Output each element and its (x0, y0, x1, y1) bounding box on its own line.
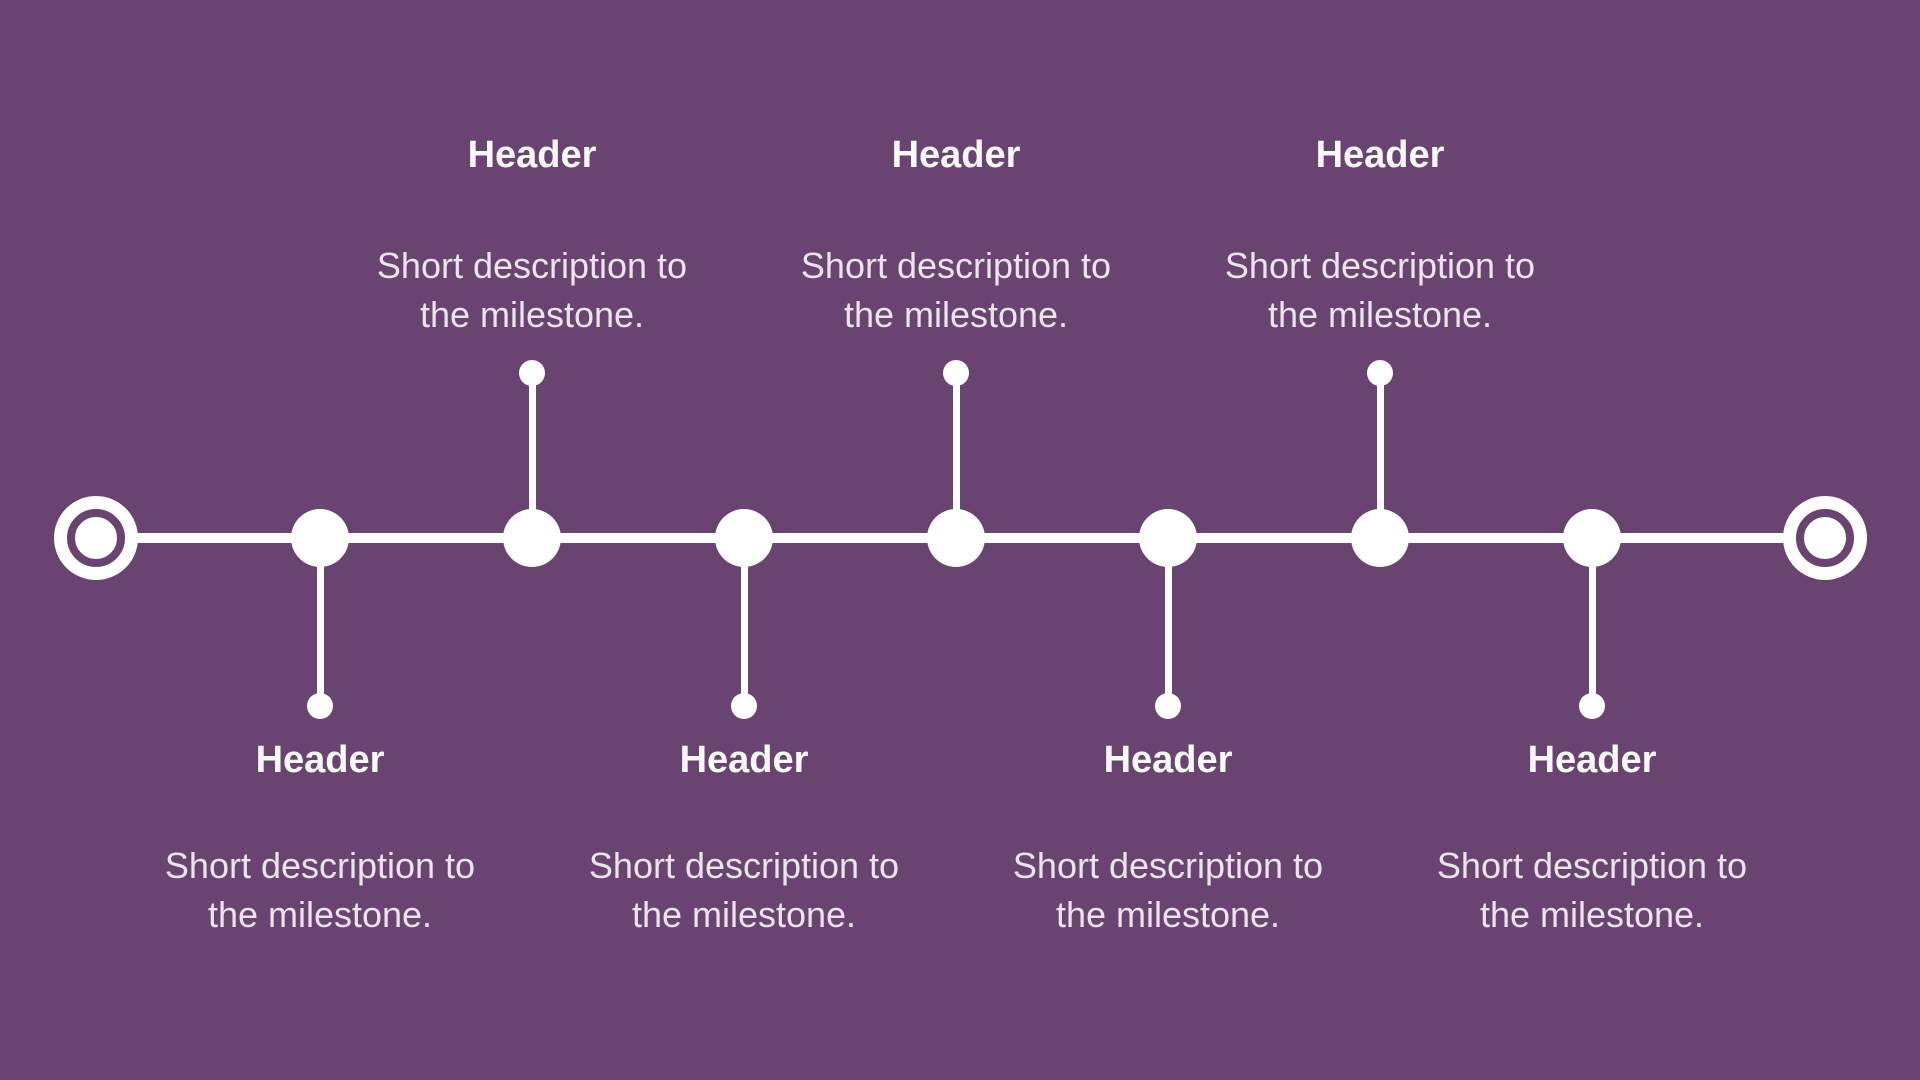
milestone-node-circle (291, 509, 349, 567)
milestone-description: Short description to the milestone. (1436, 845, 1748, 935)
milestone-header: Header (255, 739, 385, 781)
milestone-connector-line (953, 372, 960, 538)
ring-bullseye-icon (1783, 496, 1867, 580)
milestone-node-circle (1563, 509, 1621, 567)
milestone-endpoint-dot (1155, 693, 1181, 719)
milestone-header: Header (1103, 739, 1233, 781)
milestone-description: Short description to the milestone. (588, 845, 900, 935)
milestone-connector-line (1589, 538, 1596, 706)
milestone-connector-line (317, 538, 324, 706)
milestone-connector-line (1377, 372, 1384, 538)
milestone-header: Header (1315, 134, 1445, 176)
milestone-node-circle (1351, 509, 1409, 567)
milestone-endpoint-dot (943, 360, 969, 386)
milestone-header: Header (679, 739, 809, 781)
milestone-description: Short description to the milestone. (164, 845, 476, 935)
milestone-endpoint-dot (307, 693, 333, 719)
milestone-endpoint-dot (731, 693, 757, 719)
milestone-node-circle (715, 509, 773, 567)
milestone-header: Header (1527, 739, 1657, 781)
milestone-description: Short description to the milestone. (376, 245, 688, 335)
milestone-connector-line (529, 372, 536, 538)
ring-bullseye-icon (54, 496, 138, 580)
milestone-header: Header (891, 134, 1021, 176)
milestone-connector-line (1165, 538, 1172, 706)
milestone-description: Short description to the milestone. (1012, 845, 1324, 935)
milestone-description: Short description to the milestone. (800, 245, 1112, 335)
milestone-node-circle (927, 509, 985, 567)
milestone-endpoint-dot (519, 360, 545, 386)
milestone-endpoint-dot (1579, 693, 1605, 719)
milestone-connector-line (741, 538, 748, 706)
milestone-header: Header (467, 134, 597, 176)
milestone-description: Short description to the milestone. (1224, 245, 1536, 335)
milestone-endpoint-dot (1367, 360, 1393, 386)
milestone-node-circle (1139, 509, 1197, 567)
milestone-node-circle (503, 509, 561, 567)
